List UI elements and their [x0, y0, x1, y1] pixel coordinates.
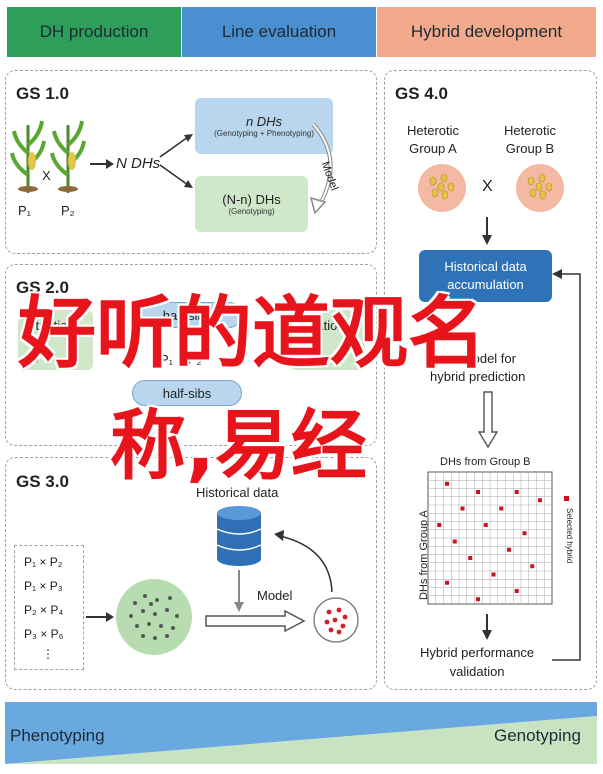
selected-hybrid-mark	[507, 547, 511, 552]
stage-hybrid-development: Hybrid development	[377, 7, 596, 57]
box1-title: n DHs	[245, 114, 283, 129]
population-circle	[116, 579, 192, 655]
cross-item: P₁ × P₃	[24, 579, 63, 593]
arrow-down-icon	[482, 614, 492, 640]
historical-data-accumulation-box: Historical data accumulation	[419, 250, 552, 302]
overlay-title-line2: 称,易经	[110, 401, 367, 490]
arrow-icon	[90, 159, 114, 169]
half-sibs-top-pill: half-sibs	[132, 302, 242, 328]
selected-hybrid-mark	[437, 523, 442, 527]
selected-hybrid-mark	[522, 531, 527, 536]
selected-hybrid-mark	[452, 539, 457, 544]
p-right-label: P₂	[300, 354, 314, 369]
hybrid-grid	[427, 471, 553, 605]
half-sibs-bottom-pill: half-sibs	[132, 380, 242, 406]
half-sibs-top-label: half-sibs	[162, 307, 212, 323]
selected-hybrid-mark	[445, 580, 449, 585]
simulation-left-box	[18, 310, 93, 370]
split-arrows	[159, 134, 193, 188]
phenotyping-label: Phenotyping	[10, 726, 105, 745]
plant-icon	[10, 120, 46, 193]
hollow-arrow-down	[477, 391, 499, 449]
selected-hybrid-legend-label: Selected hybrid	[565, 508, 574, 564]
selected-hybrid-legend-mark	[564, 496, 569, 501]
gs3-title: GS 3.0	[16, 472, 69, 491]
cross-symbol-gs4: X	[482, 178, 493, 195]
selected-population-circle	[313, 597, 359, 643]
model-curved-arrow	[309, 122, 333, 215]
selected-hybrid-mark	[445, 481, 449, 486]
selected-hybrid-mark	[530, 564, 535, 569]
selected-hybrid-mark	[476, 490, 480, 494]
cross-item: P₃ × P₆	[24, 627, 64, 641]
heterotic-group-a: Heterotic Group A	[407, 123, 460, 156]
parent-cross-label: P₁ × P₂	[160, 352, 202, 367]
overlay-title-line1: 好听的道观名	[18, 289, 487, 379]
feedback-curved-arrow	[274, 530, 333, 593]
heterotic-group-b: Heterotic Group B	[504, 123, 557, 156]
plant-icon	[50, 120, 86, 193]
crosses-list-box	[14, 545, 84, 670]
n-dhs-label: N DHs	[116, 155, 161, 172]
seed-group-b-icon	[516, 164, 564, 212]
selected-hybrid-mark	[499, 506, 504, 511]
selected-hybrid-mark	[514, 490, 519, 494]
cross-item: P₂ × P₄	[24, 603, 64, 617]
p-bottom-label: P	[30, 354, 39, 369]
box2-subtitle: (Genotyping)	[228, 207, 275, 216]
gs-model-prediction-label: GS Model for hybrid prediction	[430, 351, 526, 384]
phenotyping-genotyping-bar	[5, 702, 597, 764]
gs4-title: GS 4.0	[395, 84, 448, 103]
situation-left-label: Situation	[24, 318, 75, 333]
selected-hybrid-mark	[460, 506, 465, 511]
selected-hybrid-mark	[468, 556, 473, 560]
cross-item: P₁ × P₂	[24, 555, 63, 569]
selected-hybrid-mark	[491, 572, 496, 577]
arrow-icon	[86, 612, 114, 622]
historical-accumulation-label: Historical data accumulation	[444, 259, 527, 292]
arrow-down-icon	[482, 217, 492, 245]
box1-subtitle: (Genotyping + Phenotyping)	[214, 129, 314, 138]
stage-line-evaluation: Line evaluation	[182, 7, 376, 57]
situation-right-label: Situation	[294, 318, 345, 333]
genotyped-phenotyped-box: n DHs (Genotyping + Phenotyping)	[195, 98, 333, 154]
half-sibs-bottom-label: half-sibs	[162, 385, 212, 401]
simulation-right-box	[290, 310, 365, 370]
selected-hybrid-mark	[538, 498, 542, 503]
feedback-loop-arrow	[552, 269, 581, 661]
dhs-group-b-label: DHs from Group B	[440, 456, 531, 468]
gs2-title: GS 2.0	[16, 278, 69, 297]
parent-p2: P₂	[61, 203, 75, 218]
model-label-gs3: Model	[257, 588, 293, 603]
panel-gs3	[5, 457, 377, 690]
model-hollow-arrow	[205, 609, 306, 633]
parent-p1: P₁	[18, 203, 32, 218]
box2-title: (N-n) DHs	[222, 192, 281, 207]
genotyping-label: Genotyping	[494, 726, 581, 745]
hybrid-performance-label: Hybrid performance validation	[420, 645, 535, 679]
stage-dh-production: DH production	[7, 7, 181, 57]
selected-hybrid-mark	[476, 597, 480, 602]
selected-hybrid-mark	[514, 589, 519, 593]
cross-item: ⋮	[42, 647, 54, 661]
genotyped-box: (N-n) DHs (Genotyping)	[195, 176, 308, 232]
seed-group-a-icon	[418, 164, 466, 212]
gs1-title: GS 1.0	[16, 84, 69, 103]
cross-symbol: X	[42, 168, 51, 183]
arrow-down-icon	[234, 570, 244, 612]
historical-data-label: Historical data	[196, 485, 279, 500]
selected-hybrid-mark	[483, 523, 488, 527]
database-icon	[216, 506, 262, 566]
